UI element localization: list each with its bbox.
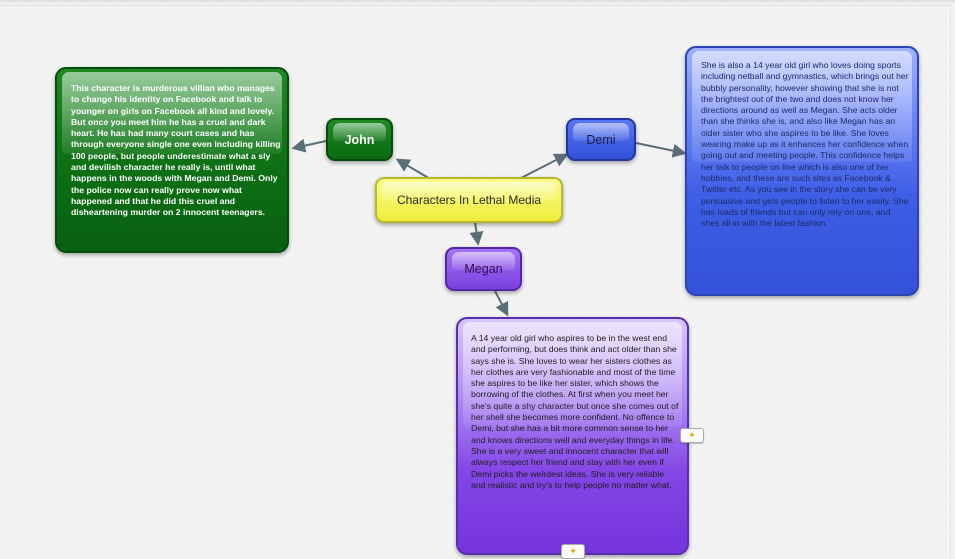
scroll-edge-divider: [950, 0, 951, 559]
link-center-john: [395, 158, 433, 181]
note-john-text: This character is murderous villian who …: [71, 83, 281, 218]
link-demi-note: [635, 142, 687, 158]
link-john-note: [291, 138, 327, 153]
topic-node-megan[interactable]: Megan: [445, 247, 522, 291]
note-star-icon[interactable]: ✦: [561, 544, 585, 559]
top-shadow-bar: [0, 0, 955, 4]
link-center-megan: [469, 221, 484, 246]
note-demi-text: She is also a 14 year old girl who loves…: [701, 60, 909, 229]
topic-node-john[interactable]: John: [326, 118, 393, 161]
topic-label-demi: Demi: [586, 132, 616, 147]
link-megan-note: [494, 290, 509, 317]
central-topic-label: Characters In Lethal Media: [396, 193, 542, 207]
note-megan[interactable]: A 14 year old girl who aspires to be in …: [456, 317, 689, 555]
topic-node-demi[interactable]: Demi: [566, 118, 636, 161]
note-megan-text: A 14 year old girl who aspires to be in …: [471, 333, 679, 490]
topic-label-john: John: [344, 132, 375, 147]
note-john[interactable]: This character is murderous villian who …: [55, 67, 289, 253]
note-star-icon[interactable]: ✦: [680, 428, 704, 443]
note-demi[interactable]: She is also a 14 year old girl who loves…: [685, 46, 919, 296]
central-topic-node[interactable]: Characters In Lethal Media: [375, 177, 563, 223]
topic-label-megan: Megan: [464, 262, 503, 276]
link-center-demi: [518, 153, 569, 180]
top-divider: [0, 5, 950, 6]
